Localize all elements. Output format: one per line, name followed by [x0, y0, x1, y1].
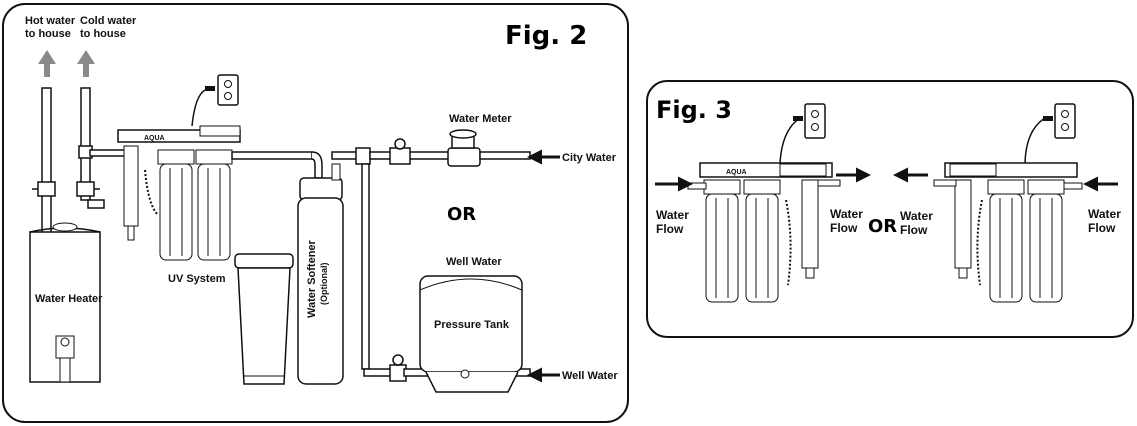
cold-water-up-arrow-icon — [77, 50, 95, 77]
brine-tank — [234, 253, 294, 385]
water-meter-label: Water Meter — [449, 113, 512, 125]
fig3-left-in-label: Water Flow — [656, 208, 692, 236]
cold-water-label: Cold water to house — [80, 15, 139, 40]
fig3-left-unit: AQUA — [687, 117, 841, 303]
fig3-right-out-label: Water Flow — [900, 209, 936, 237]
pressure-tank-label: Pressure Tank — [434, 319, 510, 331]
water-heater: Water Heater — [29, 222, 103, 383]
fig3-left-brand-mark: AQUA — [726, 169, 747, 176]
water-softener: Water Softener (Optional) — [297, 163, 344, 385]
fig2-or-label: OR — [447, 204, 476, 225]
uv-system-label: UV System — [168, 273, 226, 285]
well-water-title: Well Water — [446, 256, 502, 268]
fig3-right-unit — [933, 117, 1083, 303]
uv-system: AQUA UV System — [117, 89, 241, 285]
fig3-panel: Fig. 3 AQUA — [646, 80, 1134, 338]
fig3-or-label: OR — [868, 216, 897, 237]
hot-water-up-arrow-icon — [38, 50, 56, 77]
well-water-inlet-label: Well Water — [562, 370, 618, 382]
hot-water-label: Hot water to house — [25, 15, 78, 40]
uv-brand-mark: AQUA — [144, 135, 165, 142]
optional-label: (Optional) — [319, 263, 329, 306]
fig3-left-out-label: Water Flow — [830, 207, 866, 235]
fig3-title: Fig. 3 — [656, 96, 732, 124]
fig2-panel: Fig. 2 Hot water to house Cold water to … — [2, 3, 629, 423]
fig2-title: Fig. 2 — [505, 21, 587, 51]
water-heater-label: Water Heater — [35, 293, 103, 305]
water-softener-label: Water Softener — [306, 239, 318, 318]
pressure-tank: Pressure Tank — [419, 275, 523, 393]
uv-outlet-pipe — [231, 151, 323, 179]
electrical-outlet-icon — [205, 74, 239, 106]
house-supply-pipes — [32, 87, 127, 234]
fig3-left-outlet-icon — [793, 103, 826, 139]
fig3-right-outlet-icon — [1043, 103, 1076, 139]
fig3-right-in-label: Water Flow — [1088, 207, 1124, 235]
city-water-label: City Water — [562, 152, 617, 164]
